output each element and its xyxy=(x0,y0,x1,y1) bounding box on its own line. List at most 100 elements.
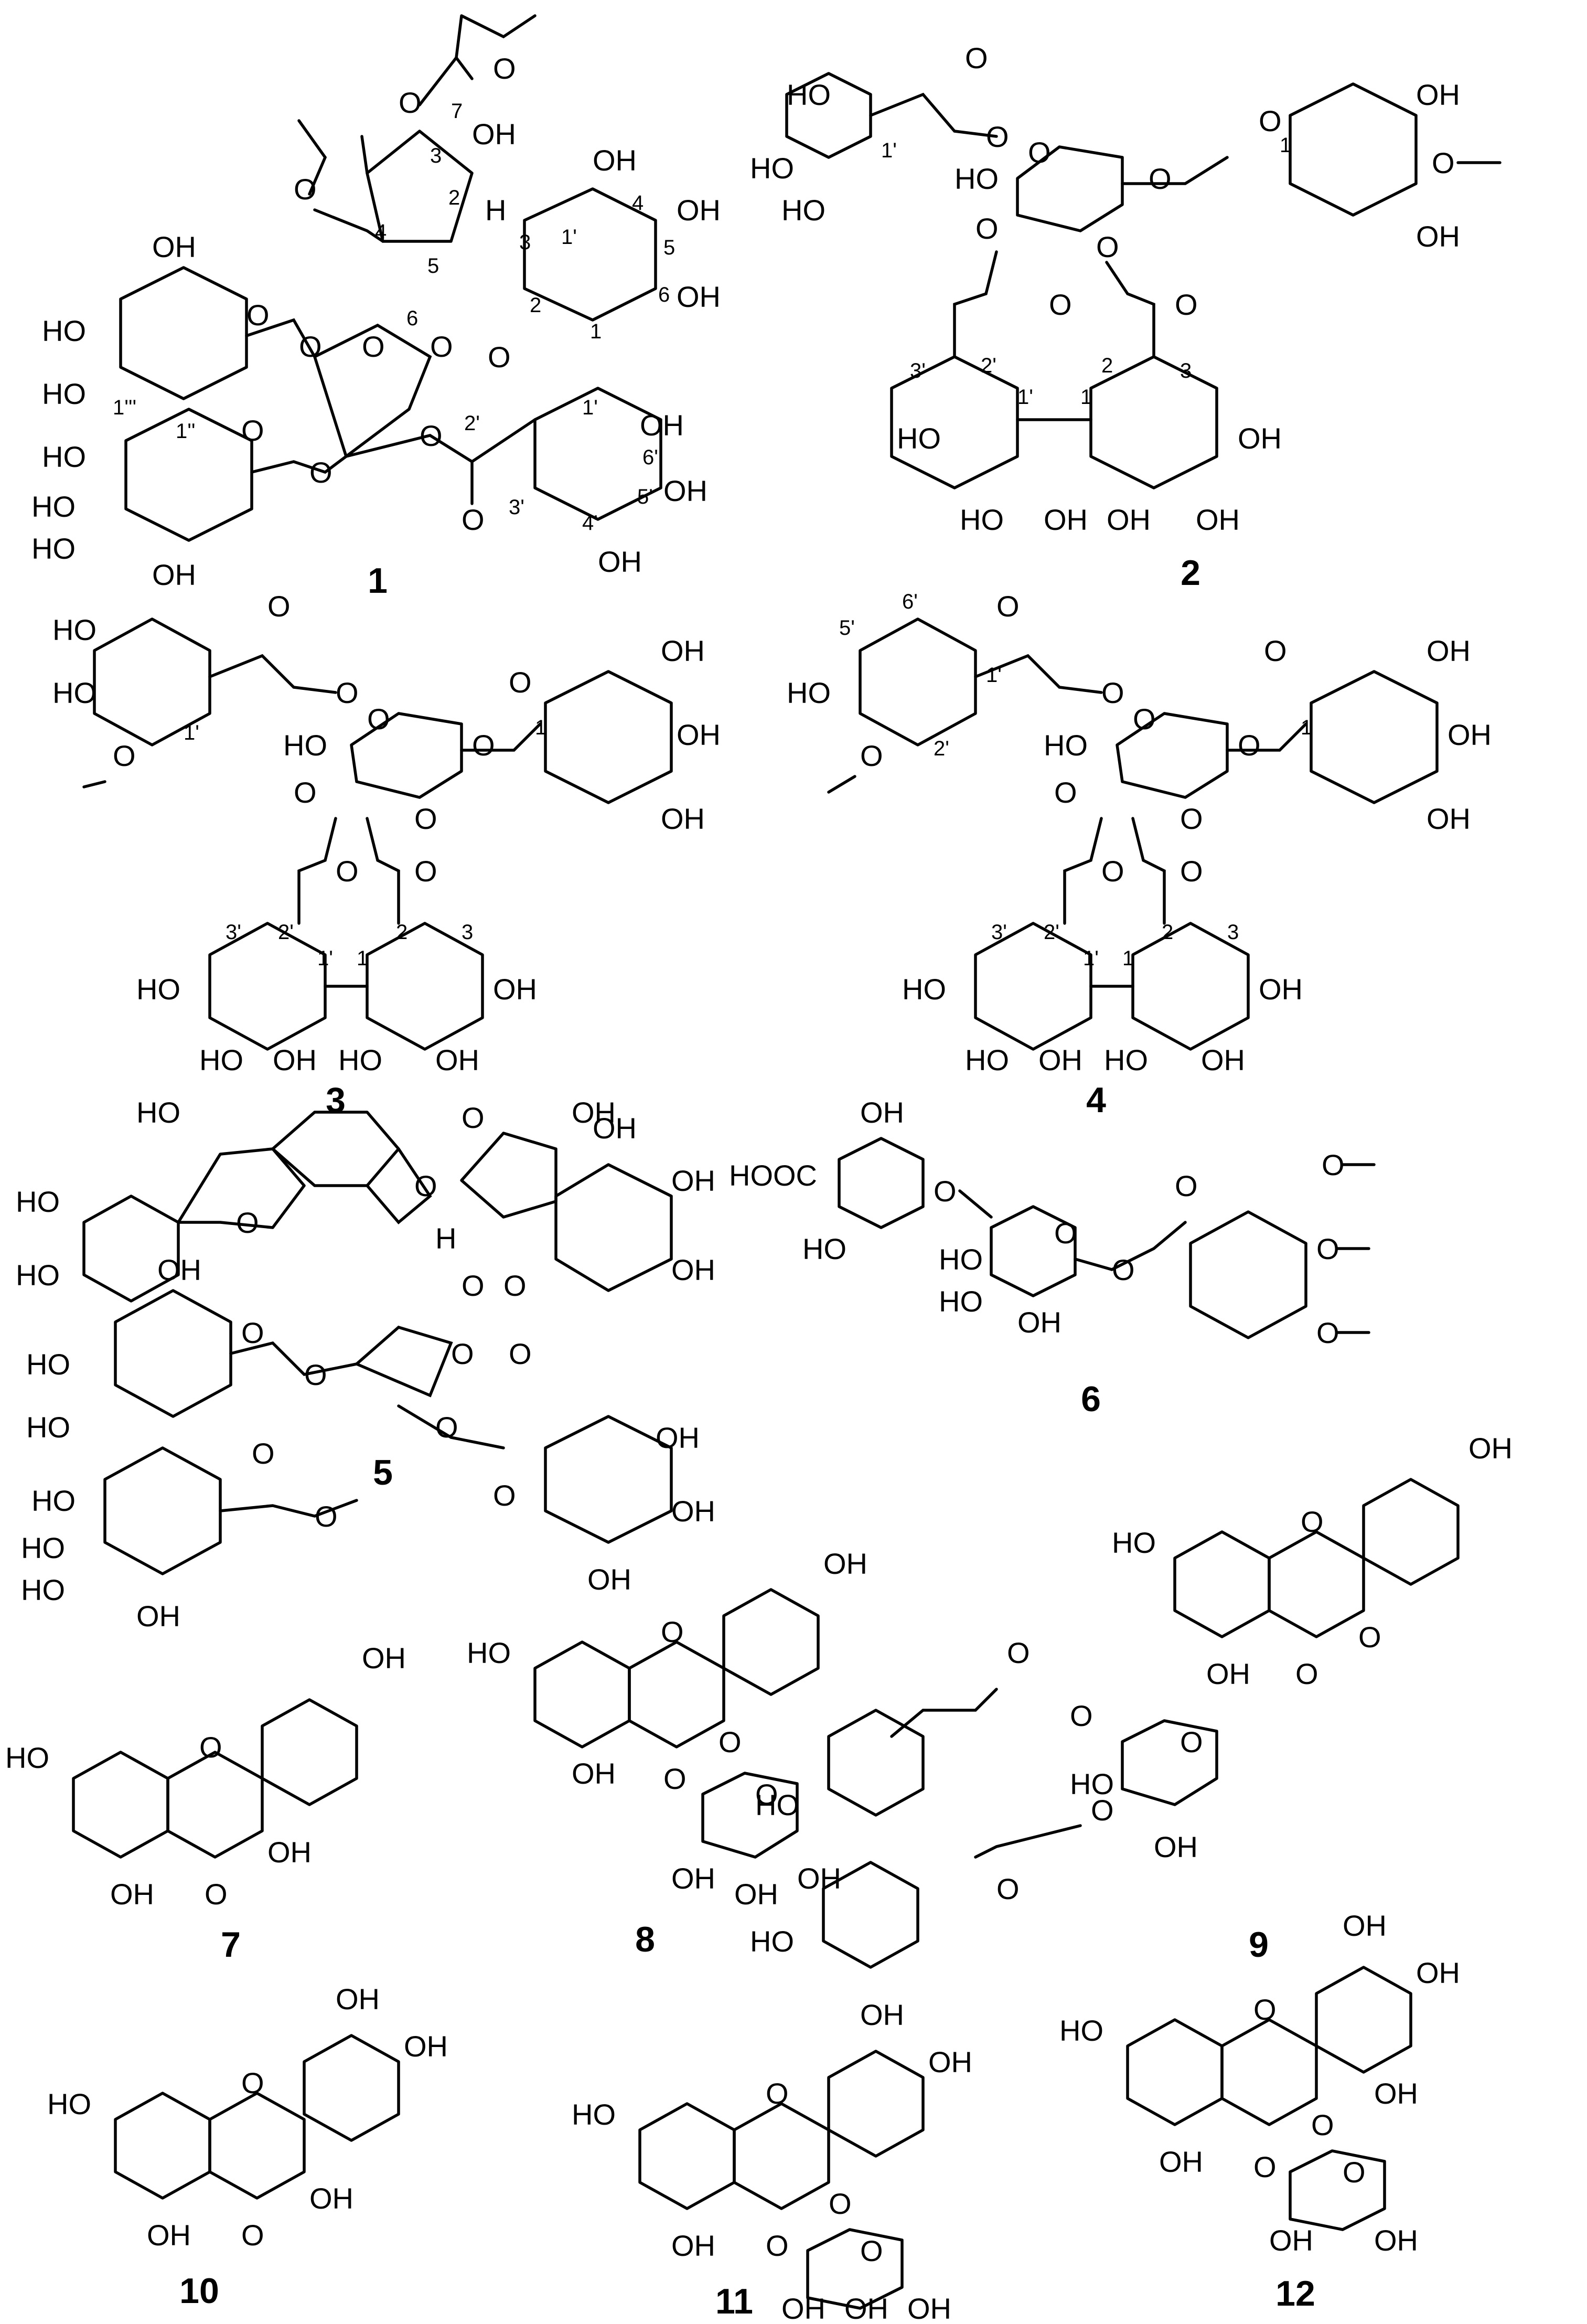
atom-ho: HO xyxy=(939,1285,983,1318)
atom-o: O xyxy=(1316,1316,1339,1349)
atom-o: O xyxy=(1311,2108,1334,2141)
atom-oh: OH xyxy=(493,973,537,1006)
atom-o: O xyxy=(1101,676,1124,709)
compound-4-structure: 5' 6' 1' 2' HO O O O HO O O O O O 1 OH O… xyxy=(787,590,1492,1120)
atom-oh: OH xyxy=(797,1862,841,1895)
numbering-2p: 2' xyxy=(464,412,480,435)
atom-o: O xyxy=(1180,802,1203,835)
atom-o: O xyxy=(241,2219,264,2252)
atom-o: O xyxy=(294,776,317,809)
atom-o: O xyxy=(1301,1505,1324,1538)
compound-label-11: 11 xyxy=(715,2282,753,2321)
atom-oh: OH xyxy=(267,1836,312,1869)
atom-oh: OH xyxy=(1259,973,1303,1006)
numbering-1: 1 xyxy=(357,947,368,970)
atom-ho: HO xyxy=(787,676,831,709)
atom-o: O xyxy=(1112,1253,1135,1286)
atom-oh: OH xyxy=(1154,1830,1198,1863)
atom-ho: HO xyxy=(802,1232,846,1265)
atom-ho: HO xyxy=(755,1788,799,1821)
atom-oh: OH xyxy=(823,1547,867,1580)
atom-o: O xyxy=(1264,634,1287,667)
numbering-2: 2 xyxy=(448,186,460,209)
atom-ho: HO xyxy=(750,1925,794,1958)
atom-oh: OH xyxy=(1044,503,1088,536)
atom-o: O xyxy=(1238,729,1261,762)
atom-o: O xyxy=(399,86,422,119)
compound-label-10: 10 xyxy=(179,2271,219,2311)
atom-o: O xyxy=(766,2077,789,2110)
numbering-1p: 1' xyxy=(1017,386,1033,409)
atom-o: O xyxy=(451,1337,474,1370)
atom-o: O xyxy=(1432,146,1455,179)
numbering-3p: 3' xyxy=(991,921,1007,944)
compound-9-structure: O HO OH OH O O O O HO O HO O OH O HO 9 xyxy=(750,1432,1513,1969)
atom-oh: OH xyxy=(435,1043,479,1076)
atom-ho: HO xyxy=(136,1096,180,1129)
atom-o: O xyxy=(241,1316,264,1349)
atom-oh: OH xyxy=(656,1421,700,1454)
numbering-2: 2 xyxy=(1101,354,1113,377)
atom-oh: OH xyxy=(1374,2224,1418,2257)
numbering-3: 3 xyxy=(430,144,442,167)
atom-o: O xyxy=(1322,1148,1345,1181)
compound-8-structure: O HO OH OH O O O OH OH OH 8 xyxy=(467,1547,867,1959)
atom-o: O xyxy=(1096,230,1119,263)
numbering-6p: 6' xyxy=(642,446,658,469)
numbering-1p: 1' xyxy=(1083,947,1099,970)
numbering-1: 1 xyxy=(1301,716,1312,739)
atom-o: O xyxy=(829,2187,852,2220)
atom-ho: HO xyxy=(750,152,794,185)
atom-oh: OH xyxy=(309,2182,353,2215)
atom-o: O xyxy=(661,1615,684,1648)
atom-o: O xyxy=(493,52,516,85)
atom-oh: OH xyxy=(152,558,196,591)
atom-o: O xyxy=(304,1358,327,1391)
compound-12-structure: O HO OH OH OH OH O O O OH OH 12 xyxy=(1059,1909,1460,2314)
atom-o: O xyxy=(294,173,317,206)
atom-o: O xyxy=(299,330,322,363)
atom-oh: OH xyxy=(844,2292,888,2324)
atom-o: O xyxy=(367,702,390,735)
atom-o: O xyxy=(860,739,883,772)
atom-ho: HO xyxy=(16,1259,60,1292)
numbering-1p: 1' xyxy=(582,396,598,419)
atom-o: O xyxy=(462,1269,485,1302)
atom-o: O xyxy=(236,1206,259,1239)
atom-oh: OH xyxy=(671,2229,715,2262)
atom-o: O xyxy=(1295,1657,1318,1690)
atom-ho: HO xyxy=(52,676,96,709)
atom-o: O xyxy=(462,503,485,536)
atom-o: O xyxy=(462,1101,485,1134)
atom-o: O xyxy=(1054,776,1077,809)
atom-o: O xyxy=(1149,162,1172,195)
atom-o: O xyxy=(472,729,495,762)
atom-oh: OH xyxy=(593,1112,637,1145)
compound-label-9: 9 xyxy=(1249,1925,1269,1965)
compound-label-12: 12 xyxy=(1275,2274,1315,2314)
atom-o: O xyxy=(414,1169,437,1202)
numbering-1p: 1' xyxy=(317,947,333,970)
atom-o: O xyxy=(1343,2156,1366,2189)
atom-oh: OH xyxy=(572,1096,616,1129)
numbering-2: 2 xyxy=(1162,921,1173,944)
atom-ho: HO xyxy=(1112,1526,1156,1559)
numbering-1p: 1' xyxy=(184,721,199,744)
numbering-3p: 3' xyxy=(910,359,926,382)
atom-o: O xyxy=(414,802,437,835)
atom-oh: OH xyxy=(404,2030,448,2063)
atom-o: O xyxy=(1133,702,1156,735)
compound-label-7: 7 xyxy=(221,1925,241,1965)
atom-oh: OH xyxy=(661,802,705,835)
atom-o: O xyxy=(1028,136,1051,169)
atom-oh: OH xyxy=(1343,1909,1387,1942)
atom-ho: HO xyxy=(939,1243,983,1276)
atom-ho: HO xyxy=(1044,729,1088,762)
atom-o: O xyxy=(1007,1636,1030,1669)
atom-oh: OH xyxy=(1238,422,1282,455)
atom-oh: OH xyxy=(677,718,721,751)
atom-oh: OH xyxy=(661,634,705,667)
atom-ho: HO xyxy=(31,1484,76,1517)
compound-5-structure: HO HO HO O O O OH H O O OH OH OH OH HO H… xyxy=(16,1096,715,1633)
atom-o: O xyxy=(965,41,988,74)
